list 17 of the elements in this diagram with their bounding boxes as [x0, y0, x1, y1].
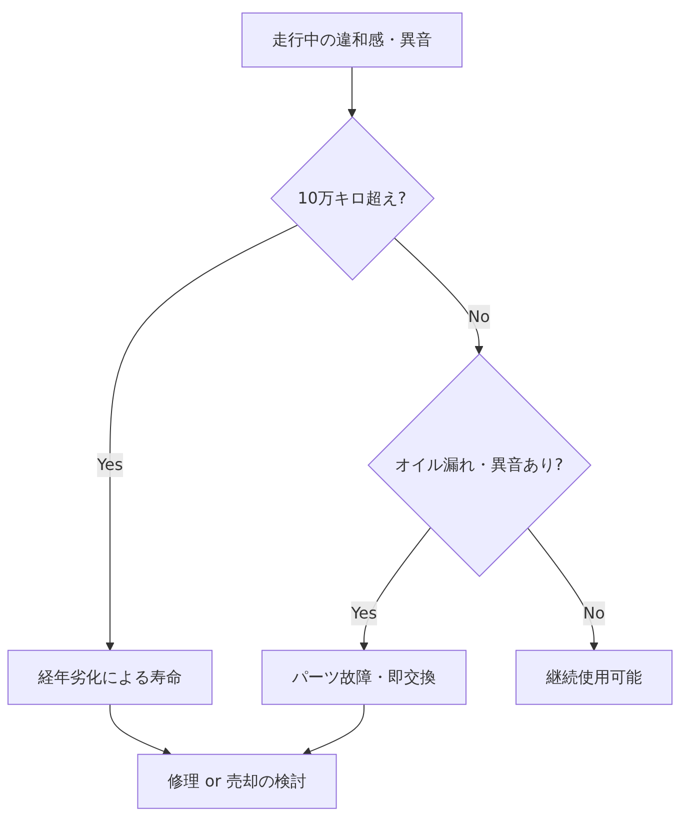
node-box: パーツ故障・即交換 — [262, 650, 466, 706]
node-box: 経年劣化による寿命 — [8, 650, 212, 706]
node-box: 修理 or 売却の検討 — [137, 754, 337, 810]
node-diamond: 10万キロ超え? — [270, 116, 435, 281]
arrow — [302, 704, 364, 756]
edge-label: Yes — [351, 604, 377, 623]
arrow — [110, 704, 172, 756]
arrow — [348, 66, 356, 118]
edge-label: No — [583, 604, 605, 623]
arrow — [106, 225, 298, 652]
arrow — [394, 238, 484, 355]
edge-label: Yes — [97, 455, 123, 474]
arrow — [527, 528, 598, 652]
node-diamond: オイル漏れ・異音あり? — [368, 353, 592, 578]
node-box: 継続使用可能 — [516, 650, 672, 706]
node-box: 走行中の違和感・異音 — [242, 12, 462, 68]
edge-label: No — [468, 307, 490, 326]
